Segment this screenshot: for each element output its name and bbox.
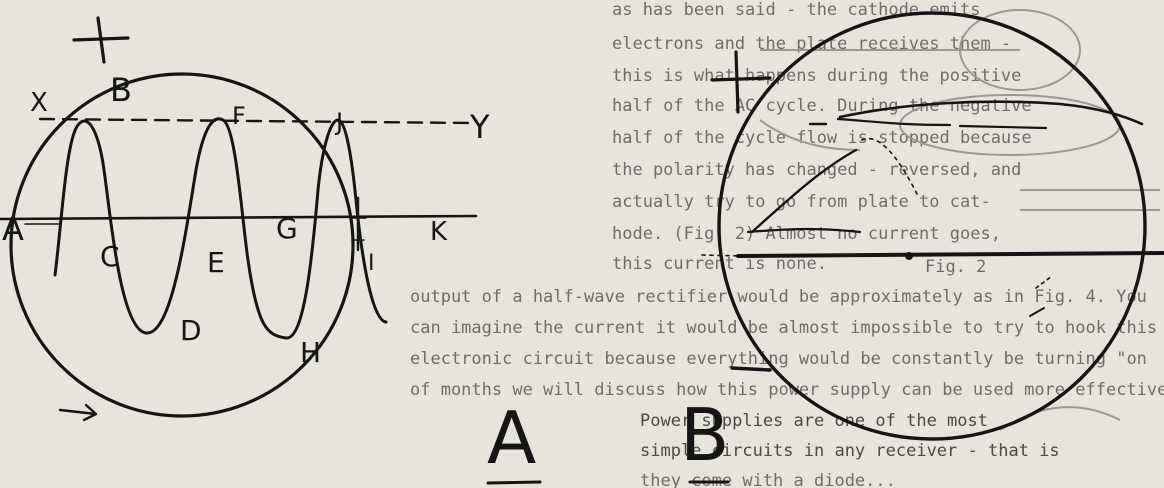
figure-b-center-dot [905,252,913,260]
label-k: K [430,217,448,247]
figure-a-arrow [58,403,98,422]
svg-text:half of the AC cycle. During t: half of the AC cycle. During the negativ… [612,96,1032,116]
label-d: D [180,314,202,347]
figure-a-plus-sign [72,16,130,64]
label-i: I [368,251,375,276]
label-c: C [100,240,120,273]
svg-text:hode. (Fig. 2) Almost no curre: hode. (Fig. 2) Almost no current goes, [612,224,1001,244]
figure-b-baseline [736,251,1164,258]
label-b: B [110,71,132,109]
svg-text:electronic circuit because eve: electronic circuit because everything wo… [410,349,1147,369]
label-f: F [232,102,246,130]
svg-text:the polarity has changed - rev: the polarity has changed - reversed, and [612,160,1021,180]
figure-b-minus-label: — [0,0,1,1]
figure-b-minus-sign [730,366,772,372]
svg-text:they come with a diode...: they come with a diode... [640,471,896,488]
svg-text:Fig. 2: Fig. 2 [925,257,986,277]
label-y: Y [469,108,490,146]
figure-a-sine-waveform [53,117,388,340]
figure-a-peak-line [38,117,472,125]
svg-text:half of the cycle flow is stop: half of the cycle flow is stopped becaus… [612,128,1032,148]
label-x: X [30,88,48,118]
svg-text:can imagine the current it wou: can imagine the current it would be almo… [410,318,1157,338]
svg-text:of months we will discuss how: of months we will discuss how this power… [410,380,1164,400]
figure-a: X B F J Y A C E G I K D H A [0,16,542,485]
figure-a-screen-circle [9,72,355,418]
label-j: J [334,108,343,136]
figure-b-plus-sign [710,50,772,114]
label-h: H [300,336,321,369]
figure-b-rising-trace [750,148,858,234]
svg-text:this current is none.: this current is none. [612,254,827,274]
figure-a-zero-axis [0,214,478,221]
svg-text:actually try to go from plate: actually try to go from plate to cat- [612,192,991,212]
label-a: A [2,210,24,248]
svg-text:simple circuits in any receive: simple circuits in any receiver - that i… [640,441,1060,461]
svg-text:this is what happens during th: this is what happens during the positive [612,66,1021,86]
figure-a-caption-underline [486,480,542,485]
figure-a-caption: A [487,396,536,480]
svg-text:as has been said - the cathode: as has been said - the cathode emits [612,0,980,20]
bleed-through-text: as has been said - the cathode emits ele… [410,0,1164,488]
figure-b-screen-circle [717,11,1147,441]
figure-b-upper-trace [838,100,1144,126]
svg-text:output of a half-wave rectifie: output of a half-wave rectifier would be… [410,287,1147,307]
svg-text:Power supplies are one of the: Power supplies are one of the most [640,411,988,431]
label-g: G [276,212,298,245]
figure-b-caption: B [680,393,729,477]
label-e: E [207,246,225,279]
